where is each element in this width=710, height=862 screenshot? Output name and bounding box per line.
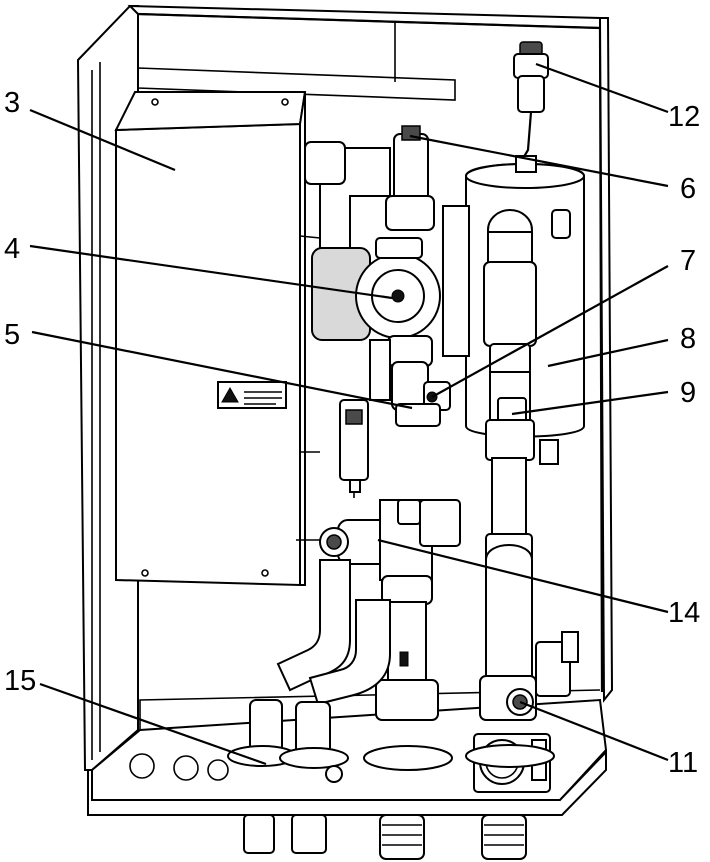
callout-8: 8 <box>680 323 696 355</box>
leader-14 <box>377 538 669 614</box>
strainer-valve <box>319 499 461 721</box>
control-box <box>114 91 307 587</box>
leader-3 <box>29 108 176 172</box>
callout-numbers: 3 4 5 12 6 7 8 9 14 15 11 <box>4 87 700 779</box>
callout-5: 5 <box>4 319 20 351</box>
flow-switch-and-sensors <box>296 235 369 541</box>
callout-15: 15 <box>4 665 36 697</box>
leader-4 <box>29 244 393 300</box>
callout-4: 4 <box>4 233 20 265</box>
callout-12: 12 <box>668 101 700 133</box>
leader-6 <box>409 134 669 188</box>
callout-7: 7 <box>680 245 696 277</box>
lower-left-pipework <box>129 559 555 783</box>
leader-7 <box>431 265 669 398</box>
leader-5 <box>31 330 413 410</box>
callout-14: 14 <box>668 597 700 629</box>
leader-8 <box>547 338 669 368</box>
callout-9: 9 <box>680 377 696 409</box>
leader-9 <box>511 390 669 416</box>
drain-cock <box>479 631 579 721</box>
leader-12 <box>535 62 669 114</box>
leader-15 <box>39 682 267 766</box>
callout-3: 3 <box>4 87 20 119</box>
callout-6: 6 <box>680 173 696 205</box>
leader-lines <box>29 62 669 766</box>
leader-11 <box>519 700 669 762</box>
air-purge-valve <box>513 41 549 173</box>
circulation-pump-assembly <box>304 125 451 427</box>
callout-11: 11 <box>668 747 698 779</box>
right-pipe-column <box>483 209 559 677</box>
